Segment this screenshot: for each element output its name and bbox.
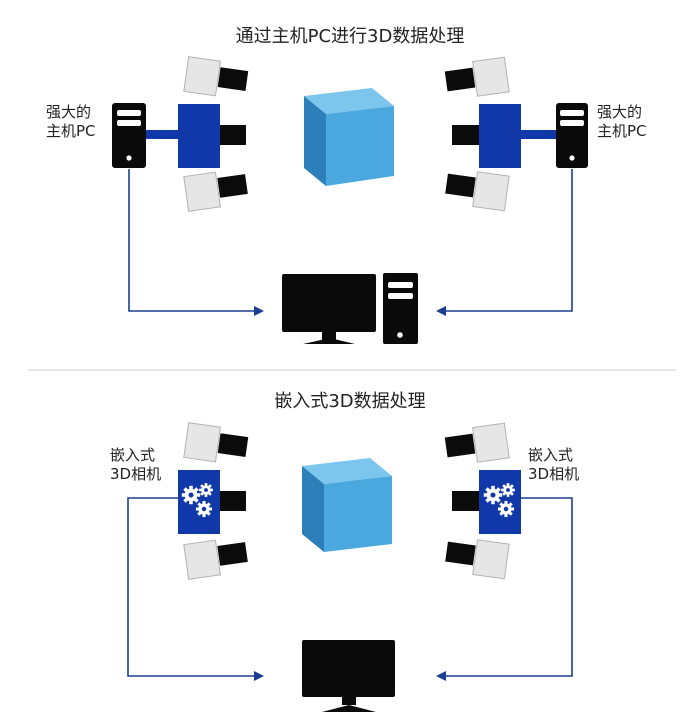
arrow-left-bottom xyxy=(127,497,264,681)
arrow-right-top xyxy=(436,169,573,316)
bottom-right-label: 嵌入式 3D相机 xyxy=(528,446,579,484)
top-left-label: 强大的 主机PC xyxy=(46,103,96,141)
bottom-section-title: 嵌入式3D数据处理 xyxy=(274,391,426,412)
tower-pc-icon-center xyxy=(383,273,418,344)
cube-icon-bottom xyxy=(302,458,392,552)
monitor-icon-bottom xyxy=(302,640,395,712)
bottom-left-label: 嵌入式 3D相机 xyxy=(110,446,161,484)
top-left-label-line1: 强大的 xyxy=(46,103,92,121)
tower-pc-icon-left xyxy=(112,103,146,168)
top-right-label: 强大的 主机PC xyxy=(597,103,647,141)
embedded-camera-left xyxy=(178,422,250,580)
arrow-right-bottom xyxy=(436,497,573,681)
bottom-right-label-line2: 3D相机 xyxy=(528,465,580,483)
bottom-left-label-line1: 嵌入式 xyxy=(110,446,156,464)
cube-icon xyxy=(304,88,394,186)
arrow-left-top xyxy=(128,169,264,316)
embedded-camera-right xyxy=(443,422,521,580)
camera-projector-right-top xyxy=(443,56,521,212)
top-section-title: 通过主机PC进行3D数据处理 xyxy=(235,26,465,47)
cable-left xyxy=(145,130,179,139)
bottom-left-label-line2: 3D相机 xyxy=(110,465,162,483)
bottom-right-label-line1: 嵌入式 xyxy=(528,446,574,464)
tower-pc-icon-right xyxy=(556,103,588,168)
top-left-label-line2: 主机PC xyxy=(46,122,96,140)
cable-right xyxy=(521,130,557,139)
camera-projector-left-top xyxy=(178,56,250,212)
top-right-label-line1: 强大的 xyxy=(597,103,643,121)
top-right-label-line2: 主机PC xyxy=(597,122,647,140)
monitor-icon-top xyxy=(282,274,376,344)
